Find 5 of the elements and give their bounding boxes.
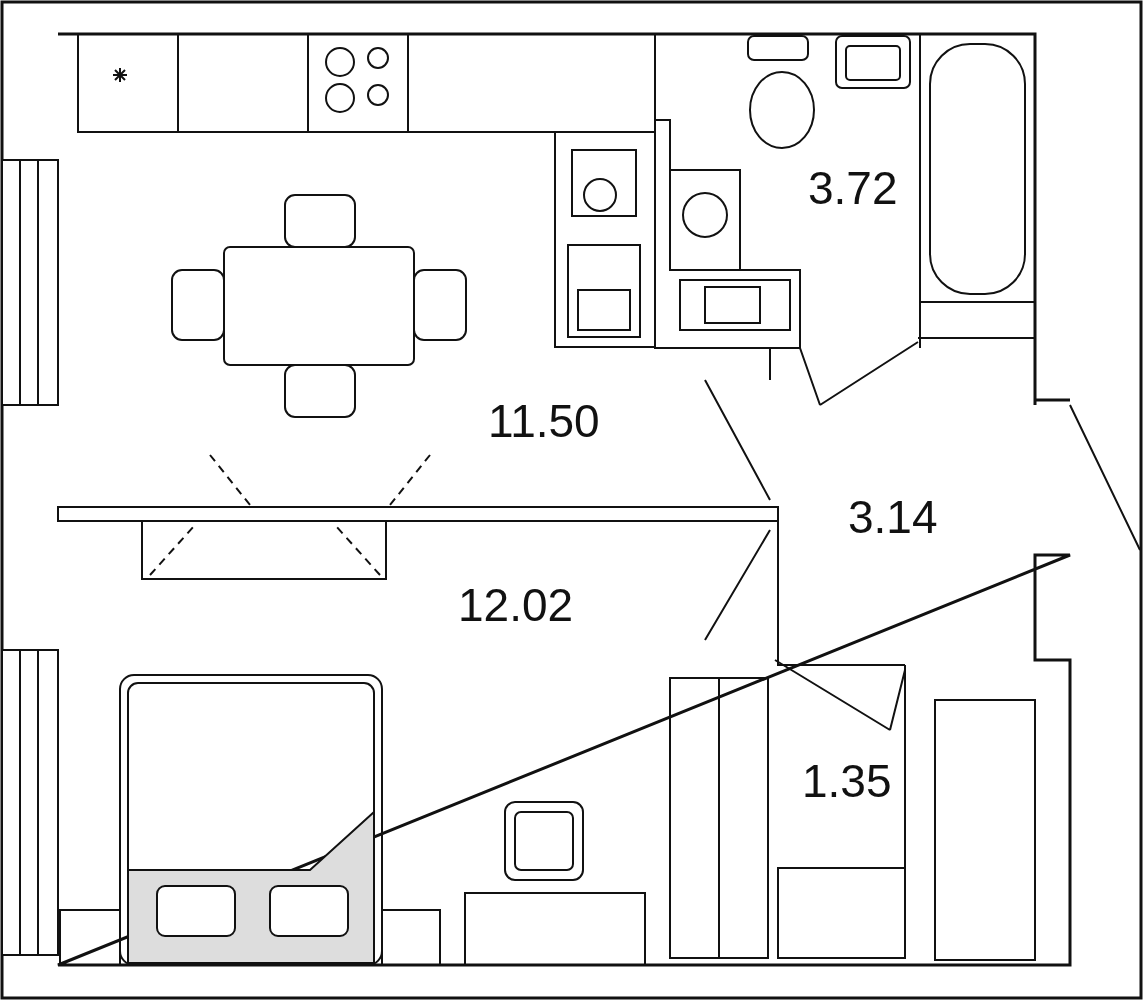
room-area-label: 3.14 [848,494,938,540]
room-area-label: 12.02 [458,582,574,628]
room-area-label: 11.50 [488,398,600,444]
room-area-label: 1.35 [802,758,892,804]
room-area-label: 3.72 [808,165,898,211]
